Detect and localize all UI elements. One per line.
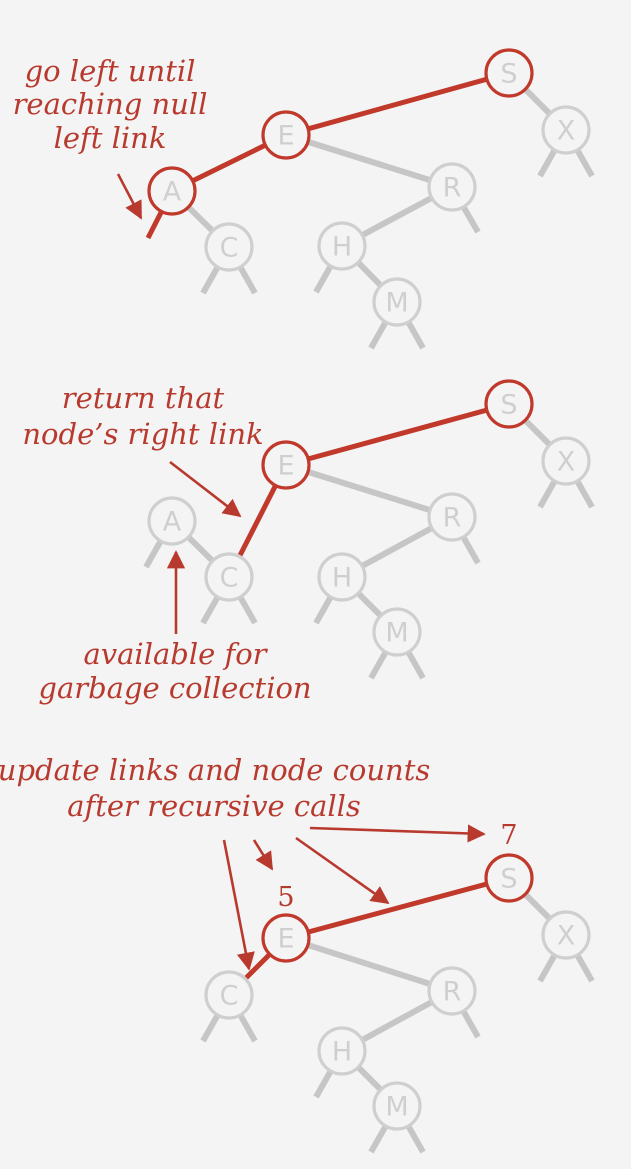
svg-text:M: M xyxy=(385,1092,408,1123)
node-h: H xyxy=(317,552,367,602)
arrow-to-link-e-c xyxy=(222,839,255,971)
svg-text:H: H xyxy=(332,563,352,594)
annotation-arrow xyxy=(116,173,143,220)
node-x: X xyxy=(541,105,591,155)
svg-text:X: X xyxy=(557,447,576,478)
node-r: R xyxy=(427,492,477,542)
node-x: X xyxy=(541,910,591,960)
node-x: X xyxy=(541,436,591,486)
svg-text:R: R xyxy=(443,173,462,204)
arrow-to-count-e xyxy=(252,839,274,871)
annotation-line-3: left link xyxy=(54,121,167,155)
svg-text:E: E xyxy=(277,451,294,482)
svg-text:H: H xyxy=(332,232,352,263)
path-s-e xyxy=(285,875,510,941)
node-c: C xyxy=(204,222,254,272)
node-e: E xyxy=(261,110,311,160)
annotation-arrow xyxy=(169,460,242,518)
panel-2: S X E R A C H M return that node’s right… xyxy=(22,379,595,705)
node-a: A xyxy=(147,166,197,216)
svg-text:C: C xyxy=(220,563,239,594)
panel-1: S X E R A C H M go left until reaching n… xyxy=(13,48,595,350)
svg-text:X: X xyxy=(557,116,576,147)
node-m: M xyxy=(372,1081,422,1131)
svg-text:E: E xyxy=(277,924,294,955)
node-e: E xyxy=(261,440,311,490)
svg-text:E: E xyxy=(277,121,294,152)
svg-text:S: S xyxy=(500,390,517,421)
count-e: 5 xyxy=(277,882,294,913)
node-c: C xyxy=(204,552,254,602)
node-h: H xyxy=(317,221,367,271)
panel-3: S X E R C H M 7 5 update links and node … xyxy=(0,753,595,1154)
node-s: S xyxy=(484,48,534,98)
svg-text:M: M xyxy=(385,288,408,319)
node-s: S xyxy=(484,379,534,429)
svg-text:R: R xyxy=(443,503,462,534)
svg-text:R: R xyxy=(443,977,462,1008)
svg-text:H: H xyxy=(332,1037,352,1068)
annotation-line-2: node’s right link xyxy=(22,417,263,451)
node-r: R xyxy=(427,162,477,212)
svg-text:A: A xyxy=(163,507,182,538)
svg-text:M: M xyxy=(385,618,408,649)
link-e-r xyxy=(285,935,453,994)
annotation-line-1: update links and node counts xyxy=(0,753,430,787)
svg-text:X: X xyxy=(557,921,576,952)
svg-text:S: S xyxy=(500,864,517,895)
arrow-to-link-s-e xyxy=(295,836,390,905)
svg-text:C: C xyxy=(220,981,239,1012)
node-s: S xyxy=(484,853,534,903)
node-r: R xyxy=(427,966,477,1016)
annotation-line-2: after recursive calls xyxy=(67,789,361,823)
svg-text:C: C xyxy=(220,233,239,264)
svg-text:A: A xyxy=(163,177,182,208)
node-e: E xyxy=(261,913,311,963)
count-s: 7 xyxy=(500,820,517,851)
annotation2-line-2: garbage collection xyxy=(38,671,311,705)
link-e-r xyxy=(285,462,453,520)
node-m: M xyxy=(372,607,422,657)
arrow-to-count-s xyxy=(309,824,486,843)
annotation-line-1: return that xyxy=(62,381,225,415)
node-h: H xyxy=(317,1026,367,1076)
annotation-line-2: reaching null xyxy=(13,87,208,121)
path-s-e xyxy=(285,401,510,468)
annotation-line-1: go left until xyxy=(25,54,196,88)
svg-text:S: S xyxy=(500,59,517,90)
link-e-r xyxy=(285,132,453,190)
node-c: C xyxy=(204,970,254,1020)
node-m: M xyxy=(372,277,422,327)
path-s-e xyxy=(285,70,510,138)
annotation2-line-1: available for xyxy=(83,637,268,671)
node-a: A xyxy=(147,496,197,546)
